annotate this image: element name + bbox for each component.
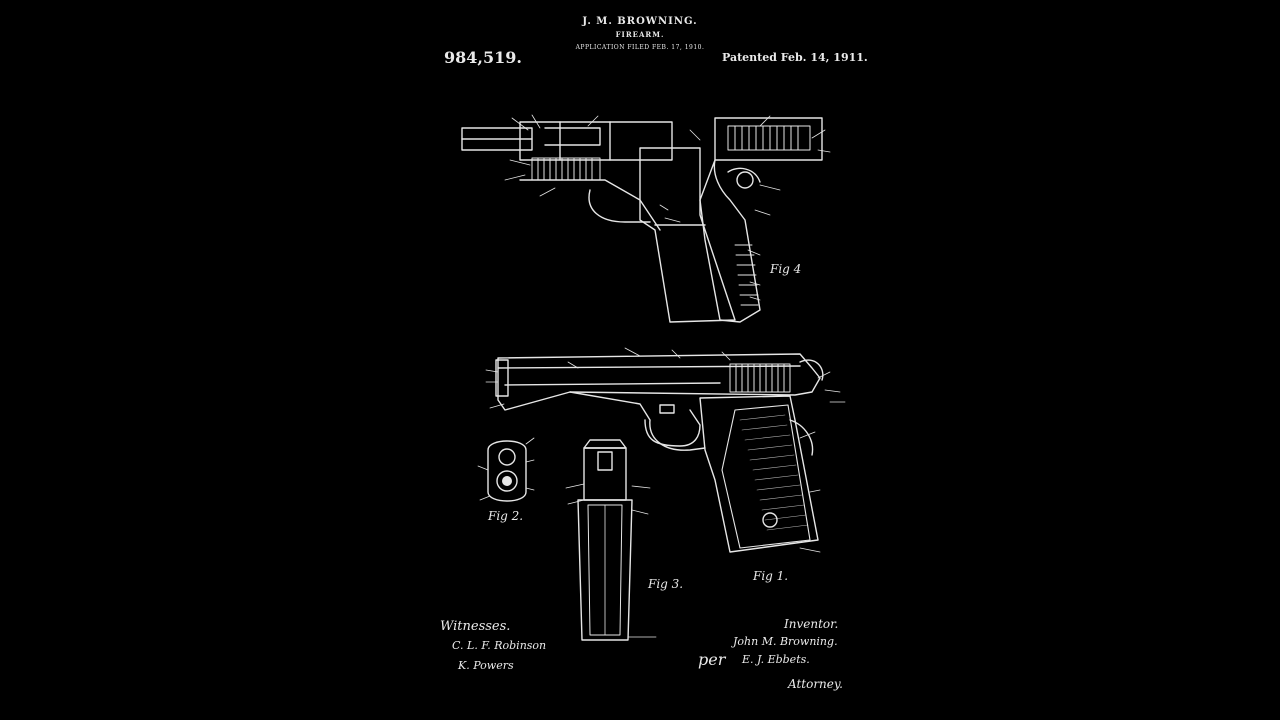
inventor-header: J. M. BROWNING. [582,16,698,27]
filed-date: APPLICATION FILED FEB. 17, 1910. [575,44,705,51]
fig2-drawing [477,437,535,502]
fig3-label: Fig 3. [648,577,684,591]
fig3-drawing [565,439,657,641]
subject-header: FIREARM. [615,30,665,39]
fig4-drawing [461,114,831,323]
patented-date: Patented Feb. 14, 1911. [722,51,868,64]
inventor-label: Inventor. [784,617,839,631]
fig4-label: Fig 4 [770,262,802,276]
per-label: per [698,650,726,669]
fig1-label: Fig 1. [753,569,789,583]
witnesses-label: Witnesses. [440,619,511,634]
attorney-label: Attorney. [788,677,843,691]
fig2-label: Fig 2. [488,509,524,523]
attorney-signature: E. J. Ebbets. [742,653,810,666]
fig1-drawing [485,347,846,553]
patent-number: 984,519. [444,48,522,67]
witness-signature-1: C. L. F. Robinson [452,639,547,652]
inventor-signature: John M. Browning. [733,635,838,648]
witness-signature-2: K. Powers [458,659,514,672]
